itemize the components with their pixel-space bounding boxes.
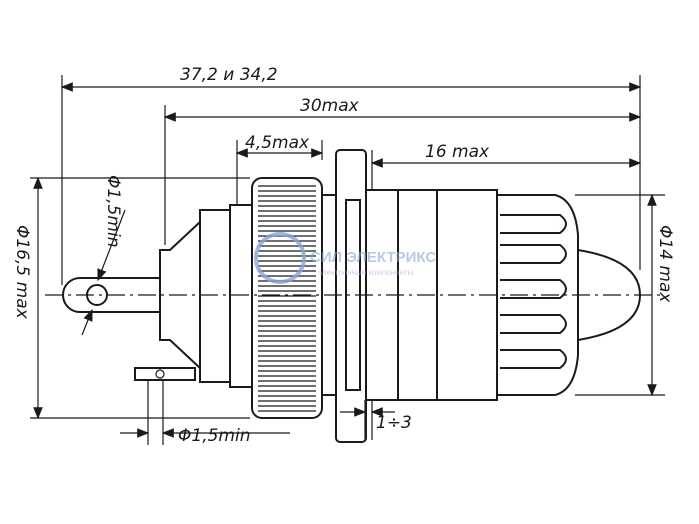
base-flange [229,204,253,388]
watermark-brand: СИЛ ЭЛЕКТРИКС [310,249,436,266]
dim-lens-length: 16 max [425,142,490,162]
lens-fin [500,314,567,334]
bottom-lug [134,367,196,381]
watermark-logo-icon [254,232,306,284]
lens-fin [500,349,567,369]
dim-nut-width: 4,5max [245,133,310,153]
dim-hole-bottom: Φ1,5min [178,426,250,446]
terminal-bracket [159,221,201,369]
dim-hole-top: Φ1,5min [103,175,123,247]
watermark: СИЛ ЭЛЕКТРИКС электронные компоненты [254,232,436,284]
base-plate [199,209,231,383]
lens-fin [500,244,567,264]
lens-fin [500,279,567,299]
lens-cap [497,194,642,396]
dimension-lines [33,82,657,438]
solder-lug [62,277,160,313]
dim-length-max: 30max [300,96,360,116]
watermark-tagline: электронные компоненты [318,268,414,277]
lens-fin [500,214,567,234]
dim-lens-diameter: Φ14 max [655,225,675,303]
ring [345,199,361,391]
dim-panel-thickness: 1÷3 [376,413,412,433]
knurled-nut [251,177,323,419]
panel-washer [335,149,367,443]
dim-overall-length: 37,2 и 34,2 [180,65,278,85]
lamp-body [365,189,498,401]
dim-body-diameter: Φ16,5 max [12,225,32,320]
